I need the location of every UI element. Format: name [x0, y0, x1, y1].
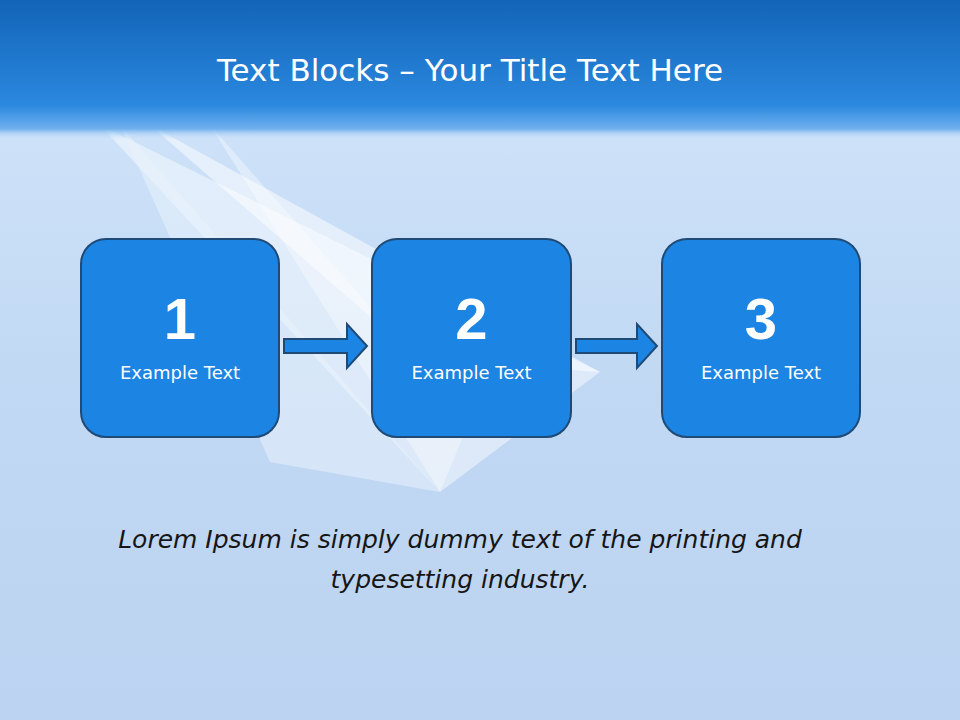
step-box: 3Example Text — [661, 238, 861, 438]
step-number: 2 — [455, 287, 487, 351]
step-number: 3 — [745, 287, 777, 351]
caption: Lorem Ipsum is simply dummy text of the … — [110, 520, 810, 600]
block-arrow — [576, 324, 657, 368]
step-label: Example Text — [120, 362, 240, 383]
step-box: 1Example Text — [80, 238, 280, 438]
step-label: Example Text — [701, 362, 821, 383]
step-box: 2Example Text — [371, 238, 572, 438]
title-band — [0, 0, 960, 140]
block-arrow — [284, 324, 367, 368]
step-label: Example Text — [411, 362, 531, 383]
slide-title: Text Blocks – Your Title Text Here — [0, 52, 940, 88]
step-number: 1 — [164, 287, 196, 351]
